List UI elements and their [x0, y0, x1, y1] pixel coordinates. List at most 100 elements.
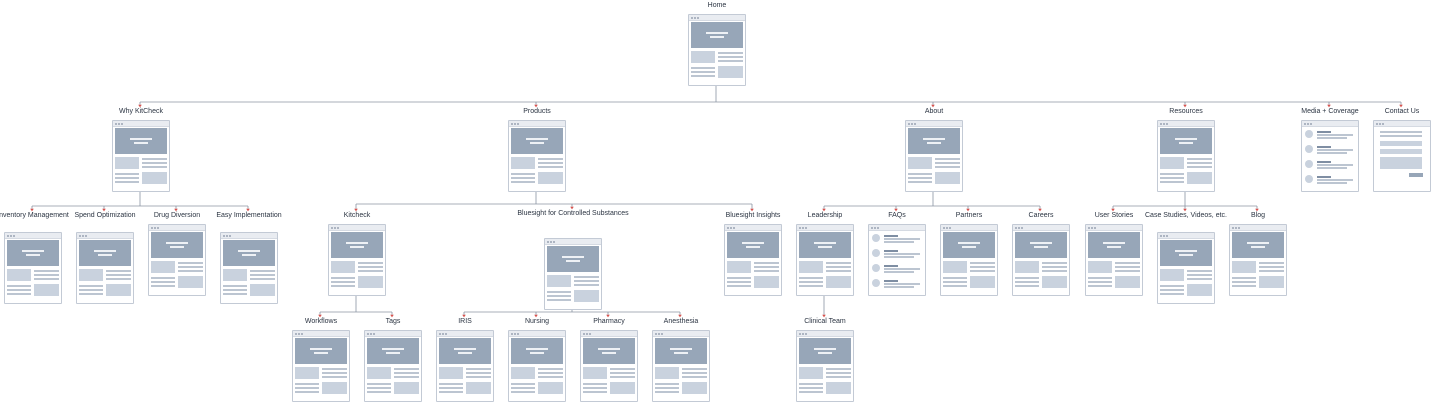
content-block	[106, 284, 131, 296]
text-line	[1160, 289, 1184, 291]
browser-toolbar	[437, 331, 493, 337]
content-block	[7, 269, 31, 281]
page-label: Easy Implementation	[216, 212, 282, 219]
text-line	[295, 391, 319, 393]
text-line	[511, 383, 535, 385]
browser-toolbar	[797, 331, 853, 337]
arrow-head	[390, 314, 394, 318]
list-avatar	[872, 279, 880, 287]
content-block	[799, 367, 823, 379]
text-line	[943, 281, 967, 283]
hero-image-placeholder	[655, 338, 707, 364]
hero-image-placeholder	[223, 240, 275, 266]
list-text-line	[884, 286, 914, 288]
text-line	[935, 162, 960, 164]
text-line	[1187, 162, 1212, 164]
text-line	[826, 266, 851, 268]
text-line	[223, 289, 247, 291]
browser-toolbar	[1302, 121, 1358, 127]
hero-image-placeholder	[1160, 128, 1212, 154]
list-text-line	[884, 256, 914, 258]
browser-toolbar	[869, 225, 925, 231]
hero-image-placeholder	[1088, 232, 1140, 258]
arrow-head	[1183, 104, 1187, 108]
text-line	[367, 383, 391, 385]
browser-toolbar	[906, 121, 962, 127]
text-line	[1088, 277, 1112, 279]
list-text-line	[884, 253, 920, 255]
wireframe-thumbnail	[292, 330, 350, 402]
list-text-line	[1317, 137, 1347, 139]
page-label: Anesthesia	[663, 318, 699, 325]
wireframe-thumbnail	[76, 232, 134, 304]
page-label: Leadership	[807, 212, 843, 219]
content-block	[142, 172, 167, 184]
text-line	[295, 387, 319, 389]
wireframe-thumbnail	[724, 224, 782, 296]
page-label: Bluesight Insights	[725, 212, 781, 219]
browser-toolbar	[797, 225, 853, 231]
text-line	[79, 285, 103, 287]
content-block	[439, 367, 463, 379]
text-line	[322, 376, 347, 378]
text-line	[682, 368, 707, 370]
page-label: Tags	[385, 318, 401, 325]
text-line	[1015, 285, 1039, 287]
browser-toolbar	[1374, 121, 1430, 127]
text-line	[908, 173, 932, 175]
text-line	[106, 270, 131, 272]
text-line	[223, 285, 247, 287]
text-line	[538, 158, 563, 160]
hero-image-placeholder	[511, 338, 563, 364]
text-line	[151, 277, 175, 279]
text-line	[250, 274, 275, 276]
content-block	[1088, 261, 1112, 273]
text-line	[799, 277, 823, 279]
text-line	[538, 372, 563, 374]
list-text-line	[1317, 152, 1347, 154]
arrow-head	[1399, 104, 1403, 108]
content-block	[511, 157, 535, 169]
text-line	[754, 270, 779, 272]
hero-image-placeholder	[511, 128, 563, 154]
page-label: Media + Coverage	[1301, 108, 1359, 115]
browser-toolbar	[509, 121, 565, 127]
hero-image-placeholder	[547, 246, 599, 272]
text-line	[583, 383, 607, 385]
text-line	[358, 266, 383, 268]
text-line	[718, 60, 743, 62]
text-line	[1232, 285, 1256, 287]
wireframe-thumbnail	[544, 238, 602, 310]
wireframe-thumbnail	[1229, 224, 1287, 296]
arrow-head	[1038, 208, 1042, 212]
content-block	[178, 276, 203, 288]
text-line	[142, 158, 167, 160]
page-label: Partners	[955, 212, 983, 219]
text-line	[511, 387, 535, 389]
text-line	[1042, 270, 1067, 272]
list-avatar	[872, 234, 880, 242]
arrow-head	[894, 208, 898, 212]
form-submit-button	[1409, 173, 1423, 177]
text-line	[331, 277, 355, 279]
text-line	[250, 270, 275, 272]
hero-image-placeholder	[583, 338, 635, 364]
text-line	[935, 166, 960, 168]
text-line	[826, 372, 851, 374]
list-avatar	[1305, 160, 1313, 168]
content-block	[250, 284, 275, 296]
content-block	[610, 382, 635, 394]
text-line	[943, 277, 967, 279]
list-avatar	[1305, 145, 1313, 153]
browser-toolbar	[689, 15, 745, 21]
text-line	[1115, 262, 1140, 264]
content-block	[799, 261, 823, 273]
text-line	[970, 270, 995, 272]
text-line	[439, 391, 463, 393]
browser-toolbar	[1086, 225, 1142, 231]
arrow-head	[30, 208, 34, 212]
hero-image-placeholder	[799, 232, 851, 258]
wireframe-thumbnail	[688, 14, 746, 86]
text-line	[718, 52, 743, 54]
content-block	[394, 382, 419, 394]
